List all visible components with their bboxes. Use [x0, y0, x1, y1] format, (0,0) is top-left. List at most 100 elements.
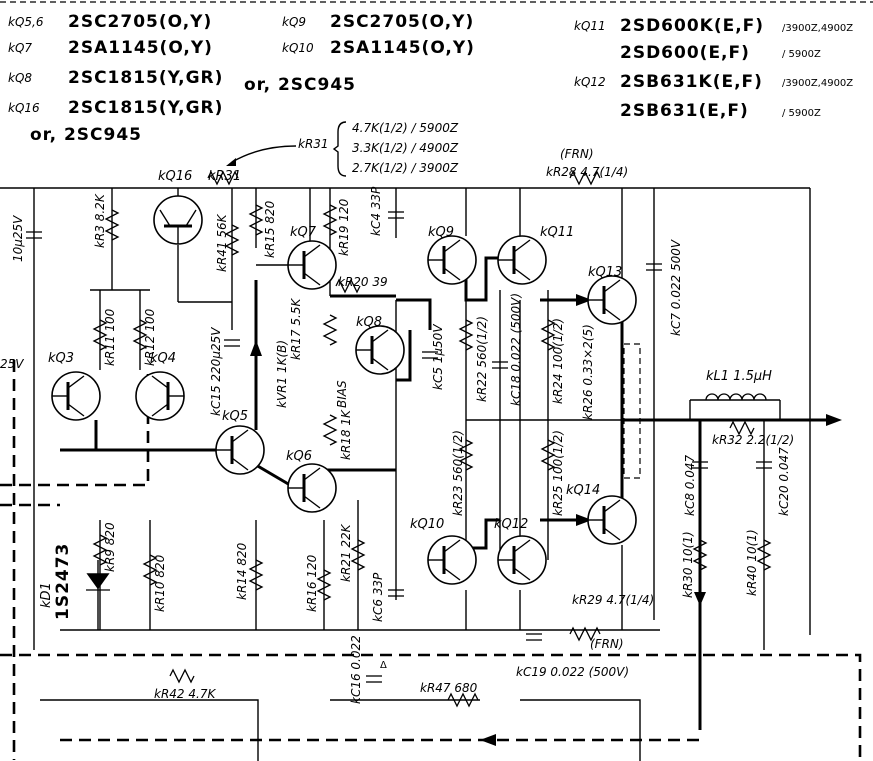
r18-resistor	[322, 414, 338, 446]
c5-label: kC5 1μ50V	[431, 324, 445, 390]
r14-resistor	[248, 559, 264, 591]
q12-transistor	[497, 535, 547, 585]
q56-ref: kQ5,6	[8, 15, 44, 29]
r15-label: kR15 820	[263, 200, 277, 258]
q16-label: kQ16	[158, 169, 192, 184]
c15-label: kC15 220μ25V	[209, 327, 223, 416]
c7-capacitor	[646, 263, 662, 271]
r3-resistor	[104, 209, 120, 241]
c6-label: kC6 33P	[371, 572, 385, 622]
r24-label: kR24 100(1/2)	[551, 318, 565, 404]
r16-resistor	[316, 569, 332, 601]
q8-part: 2SC1815(Y,GR)	[68, 68, 223, 88]
r29-resistor	[569, 626, 601, 642]
q4-transistor	[135, 371, 185, 421]
r9-label: kR9 820	[103, 522, 117, 572]
q12-note1: /3900Z,4900Z	[782, 78, 853, 89]
r41-resistor	[224, 224, 240, 256]
r31-brace	[332, 121, 347, 177]
q9-transistor	[427, 235, 477, 285]
r15-resistor	[248, 204, 264, 236]
c18-capacitor	[492, 361, 508, 369]
q12-ref: kQ12	[574, 75, 606, 89]
r10-resistor	[142, 554, 158, 586]
v-left-label: 25V	[0, 357, 24, 371]
q8-transistor	[355, 325, 405, 375]
r23-label: kR23 560(1/2)	[451, 430, 465, 516]
q14-transistor	[587, 495, 637, 545]
transistors	[51, 195, 637, 585]
capacitors	[26, 211, 772, 683]
vr1-label: kVR1 1K(B)	[275, 340, 289, 408]
r31-pointer-arrow	[231, 145, 297, 163]
resistors	[92, 170, 772, 708]
q11-note1: /3900Z,4900Z	[782, 23, 853, 34]
component-labels: 10μ25V 25V kR3 8.2K kR31 kQ16 kR41 56K k…	[0, 147, 794, 704]
r19-resistor	[322, 204, 338, 236]
r26-label: kR26 0.33×2(5)	[581, 324, 595, 420]
r32-label: kR32 2.2(1/2)	[712, 433, 794, 447]
q13-label: kQ13	[588, 265, 622, 280]
q16-ref: kQ16	[8, 101, 40, 115]
r30-resistor	[692, 539, 708, 571]
c16-label: kC16 0.022	[349, 635, 363, 704]
r9-resistor	[92, 534, 108, 566]
c6-capacitor	[388, 589, 404, 597]
q11-transistor	[497, 235, 547, 285]
r40-label: kR40 10(1)	[745, 529, 759, 596]
r12-label: kR12 100	[143, 308, 157, 366]
r25-resistor	[540, 439, 556, 471]
bias-label: BIAS	[335, 380, 349, 408]
r31-row-3: 2.7K(1/2) / 3900Z	[352, 161, 459, 175]
q8-label: kQ8	[356, 315, 382, 330]
r11-resistor	[92, 319, 108, 351]
q4-label: kQ4	[150, 351, 176, 366]
q3-transistor	[51, 371, 101, 421]
c8-capacitor	[692, 461, 708, 469]
r22-resistor	[458, 319, 474, 351]
d1-diode	[86, 560, 110, 630]
r20-resistor	[335, 278, 361, 294]
q3-label: kQ3	[48, 351, 74, 366]
r14-label: kR14 820	[235, 542, 249, 600]
q10-part: 2SA1145(O,Y)	[330, 38, 475, 58]
wiring	[0, 187, 862, 761]
r31-value-table: kR31 4.7K(1/2) / 5900Z 3.3K(1/2) / 4900Z…	[226, 121, 459, 177]
r23-resistor	[458, 439, 474, 471]
r17-resistor	[322, 314, 338, 346]
q9-part: 2SC2705(O,Y)	[330, 12, 474, 32]
c20-capacitor	[756, 461, 772, 469]
r17-label: kR17 5.5K	[289, 298, 303, 360]
q8-ref: kQ8	[8, 71, 32, 85]
q11-part2: 2SD600(E,F)	[620, 43, 750, 63]
r30-label: kR30 10(1)	[681, 531, 695, 598]
d1-ref-label: kD1	[39, 582, 54, 608]
c19-capacitor	[526, 633, 542, 641]
r22-label: kR22 560(1/2)	[475, 316, 489, 402]
feedback-path-upper	[0, 370, 150, 487]
q12-part1: 2SB631K(E,F)	[620, 72, 763, 92]
l1-label: kL1 1.5μH	[706, 369, 772, 384]
r47-resistor	[447, 692, 479, 708]
q5-transistor	[215, 425, 265, 475]
r31-arrowhead	[226, 158, 236, 166]
q9-ref: kQ9	[282, 15, 306, 29]
r19-label: kR19 120	[337, 198, 351, 256]
c4-label: kC4 33P	[369, 186, 383, 236]
frn-top-label: (FRN)	[560, 147, 594, 161]
r24-resistor	[540, 319, 556, 351]
c-left-label: 10μ25V	[11, 215, 25, 262]
frn-bot-label: (FRN)	[590, 637, 624, 651]
q12-label: kQ12	[494, 517, 528, 532]
q16-part: 2SC1815(Y,GR)	[68, 98, 223, 118]
c18-label: kC18 0.022 (500V)	[509, 293, 523, 406]
c15-capacitor	[224, 339, 240, 347]
c16-capacitor	[366, 675, 382, 683]
c5-capacitor	[422, 351, 438, 359]
q11-ref: kQ11	[574, 19, 606, 33]
q10-transistor	[427, 535, 477, 585]
r29-label: kR29 4.7(1/4)	[572, 593, 654, 607]
r31-label: kR31	[208, 169, 241, 184]
q10-ref: kQ10	[282, 41, 314, 55]
q7-ref: kQ7	[8, 41, 32, 55]
